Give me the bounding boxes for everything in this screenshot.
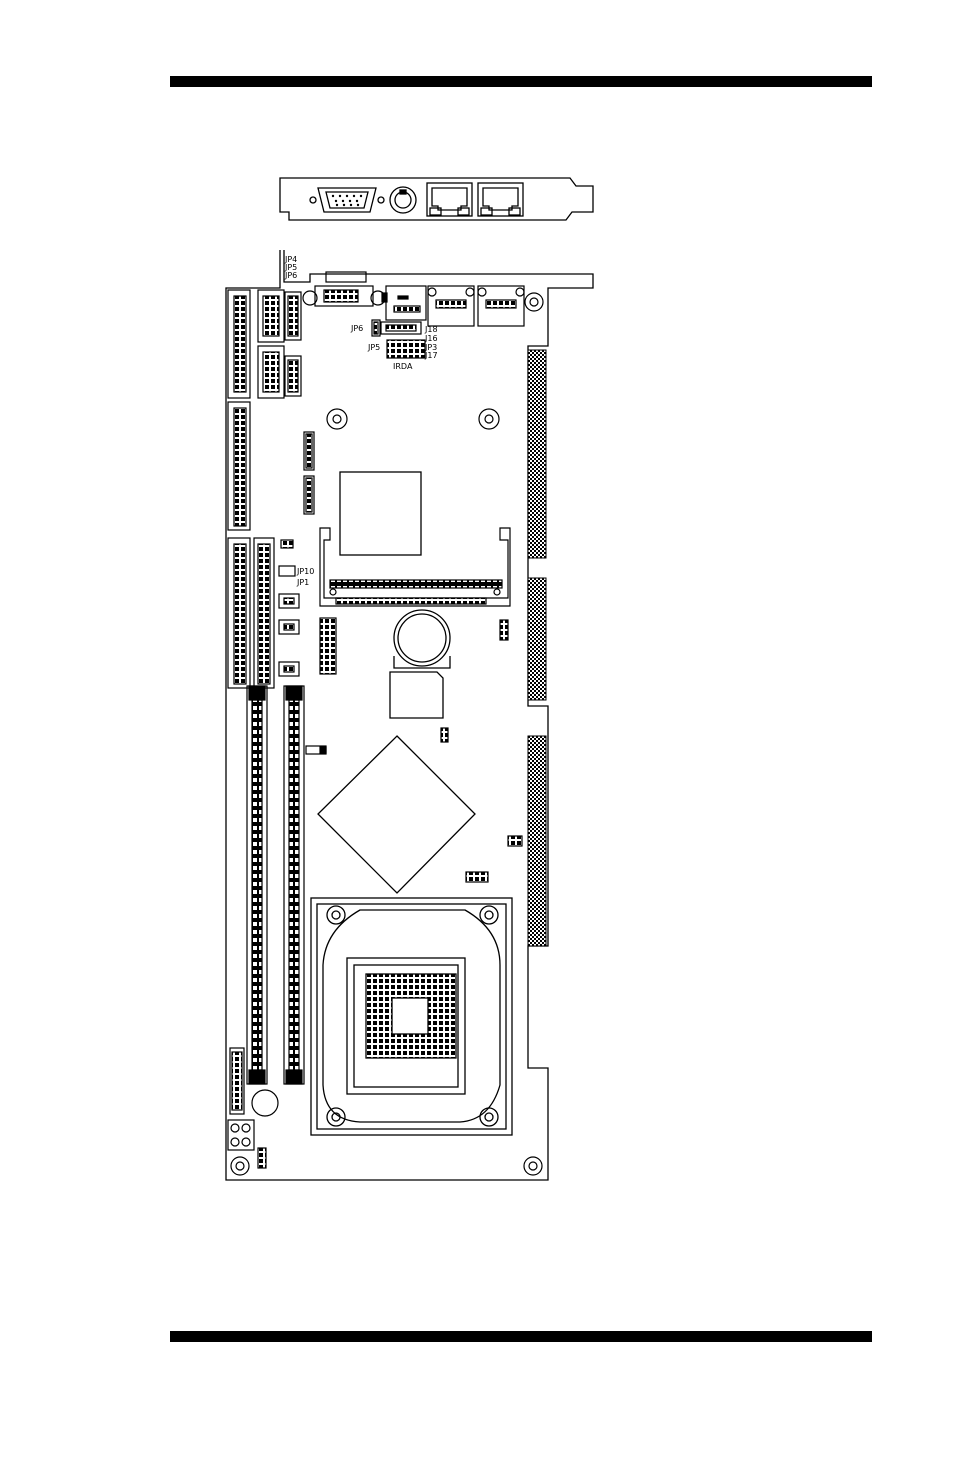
mounting-holes (231, 409, 542, 1175)
chip-upper (340, 472, 421, 555)
top-left-labels: JP4 JP5 JP6 (284, 255, 297, 280)
label-jp10: JP10 (296, 567, 314, 576)
label-jp6a: JP6 (284, 271, 297, 280)
label-j18: J18 (424, 325, 438, 334)
chipset (318, 736, 475, 893)
jumper-cluster (372, 320, 425, 358)
label-irda: IRDA (393, 362, 413, 371)
lan-port-2 (478, 183, 523, 216)
label-jp5: JP5 (367, 343, 380, 352)
edge-connector (528, 350, 546, 946)
io-bracket (280, 178, 593, 220)
sodimm-slot (320, 528, 510, 606)
chip-mid (390, 672, 443, 718)
dimm-slots (247, 686, 304, 1084)
jp10-jp1-labels: JP10 JP1 (296, 567, 314, 587)
label-jp6: JP6 (350, 324, 363, 333)
label-jp1: JP1 (296, 578, 309, 587)
cmos-battery (394, 610, 450, 668)
small-components (279, 432, 522, 882)
label-j16: J16 (424, 334, 438, 343)
ps2-connector (390, 187, 416, 213)
rear-connectors (303, 272, 543, 326)
lan-port-1 (427, 183, 472, 216)
vga-connector (310, 188, 384, 212)
cpu-socket (311, 898, 512, 1135)
label-j17: J17 (424, 351, 438, 360)
